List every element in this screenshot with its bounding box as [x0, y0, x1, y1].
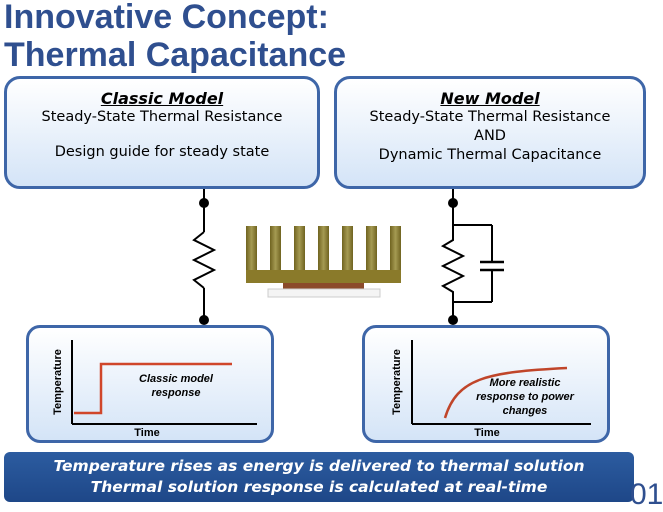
x-axis-label: Time: [474, 427, 499, 439]
node-dot-bottom-left: [199, 315, 209, 325]
rc-circuit-right: [440, 189, 504, 325]
response-label-line-2: response to power: [476, 391, 575, 403]
corner-text: 01: [630, 478, 663, 511]
new-model-line-1: Steady-State Thermal Resistance: [369, 109, 611, 125]
resistor-circuit-left: [191, 189, 217, 325]
pcb-board: [267, 288, 381, 298]
circuit-diagram: [191, 189, 504, 325]
summary-banner: Temperature rises as energy is delivered…: [4, 452, 634, 502]
node-dot-top-right: [448, 198, 458, 208]
node-dot-bottom-right: [448, 315, 458, 325]
title-line-2: Thermal Capacitance: [4, 36, 347, 74]
response-label-line-1: More realistic: [490, 377, 561, 389]
banner-line-2: Thermal solution response is calculated …: [90, 478, 548, 496]
response-label-line-1: Classic model: [139, 373, 214, 385]
rc-response-curve: [443, 366, 568, 419]
banner-line-1: Temperature rises as energy is delivered…: [53, 457, 585, 475]
heat-source: [283, 283, 364, 289]
resistor-symbol-left: [191, 231, 217, 289]
node-dot-top-left: [199, 198, 209, 208]
resistor-symbol-right: [440, 225, 466, 302]
y-axis-label: Temperature: [391, 349, 403, 415]
classic-model-line-1: Steady-State Thermal Resistance: [41, 109, 283, 125]
new-model-box: New Model Steady-State Thermal Resistanc…: [334, 76, 646, 189]
new-model-line-2: AND: [474, 128, 506, 144]
x-axis-label: Time: [134, 427, 159, 439]
new-response-graph: Temperature Time More realistic response…: [362, 325, 610, 443]
response-label-line-2: response: [152, 387, 201, 399]
classic-model-box: Classic Model Steady-State Thermal Resis…: [4, 76, 320, 189]
response-label-line-3: changes: [503, 405, 548, 417]
classic-response-graph: Temperature Time Classic model response: [26, 325, 274, 443]
title-line-1: Innovative Concept:: [4, 0, 329, 36]
step-response-curve: [74, 362, 232, 415]
classic-model-line-2: Design guide for steady state: [54, 144, 270, 160]
classic-model-heading: Classic Model: [100, 89, 224, 108]
slide-title: Innovative Concept: Thermal Capacitance: [4, 0, 346, 74]
new-model-heading: New Model: [440, 89, 540, 108]
new-model-line-3: Dynamic Thermal Capacitance: [378, 147, 602, 163]
heatsink-image: [246, 226, 401, 298]
y-axis-label: Temperature: [52, 349, 64, 415]
